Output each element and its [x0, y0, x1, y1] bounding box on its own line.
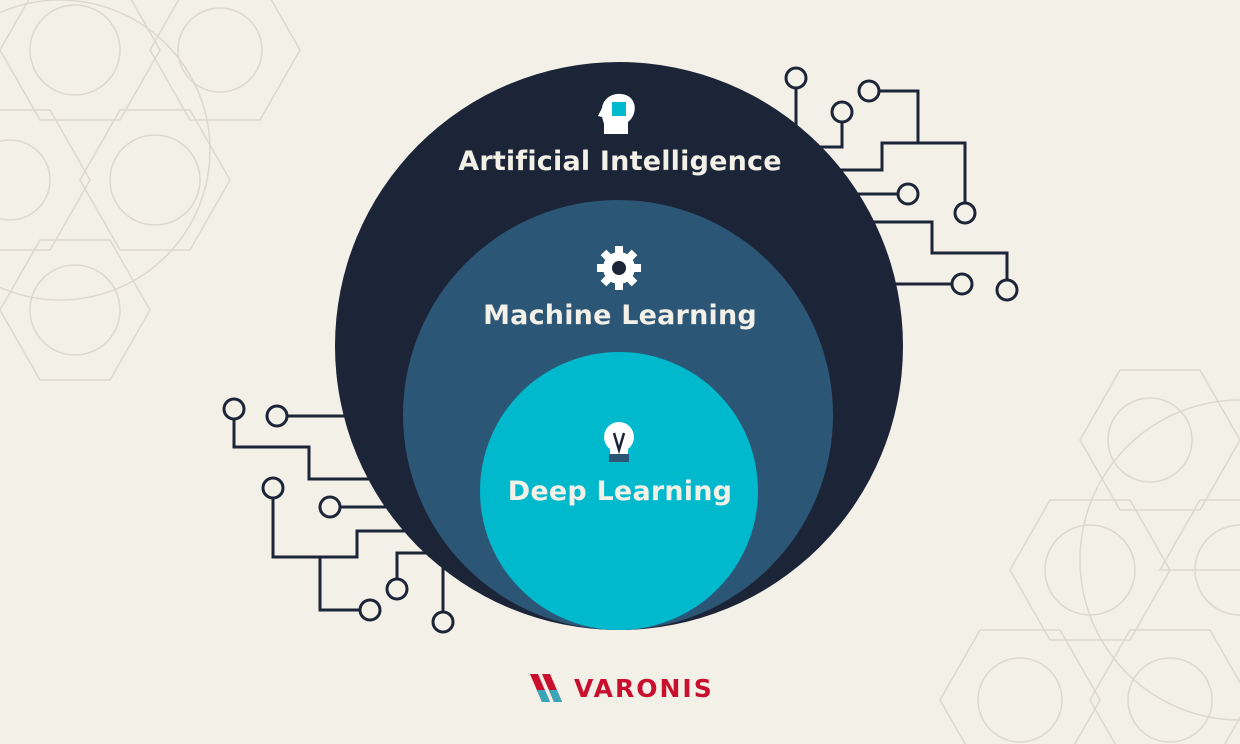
varonis-logo-mark — [530, 674, 562, 702]
dl-label: Deep Learning — [507, 476, 733, 507]
lightbulb-icon — [604, 422, 634, 462]
gear-icon — [597, 246, 641, 290]
ai-label: Artificial Intelligence — [458, 146, 782, 177]
head-chip-icon — [598, 93, 635, 134]
circuit-traces-right — [784, 66, 1019, 302]
circuit-traces-left — [222, 397, 455, 634]
varonis-logo: VARONIS — [528, 672, 714, 704]
dl-circle — [480, 352, 758, 630]
ml-label: Machine Learning — [483, 300, 757, 331]
varonis-logo-text: VARONIS — [574, 673, 714, 703]
